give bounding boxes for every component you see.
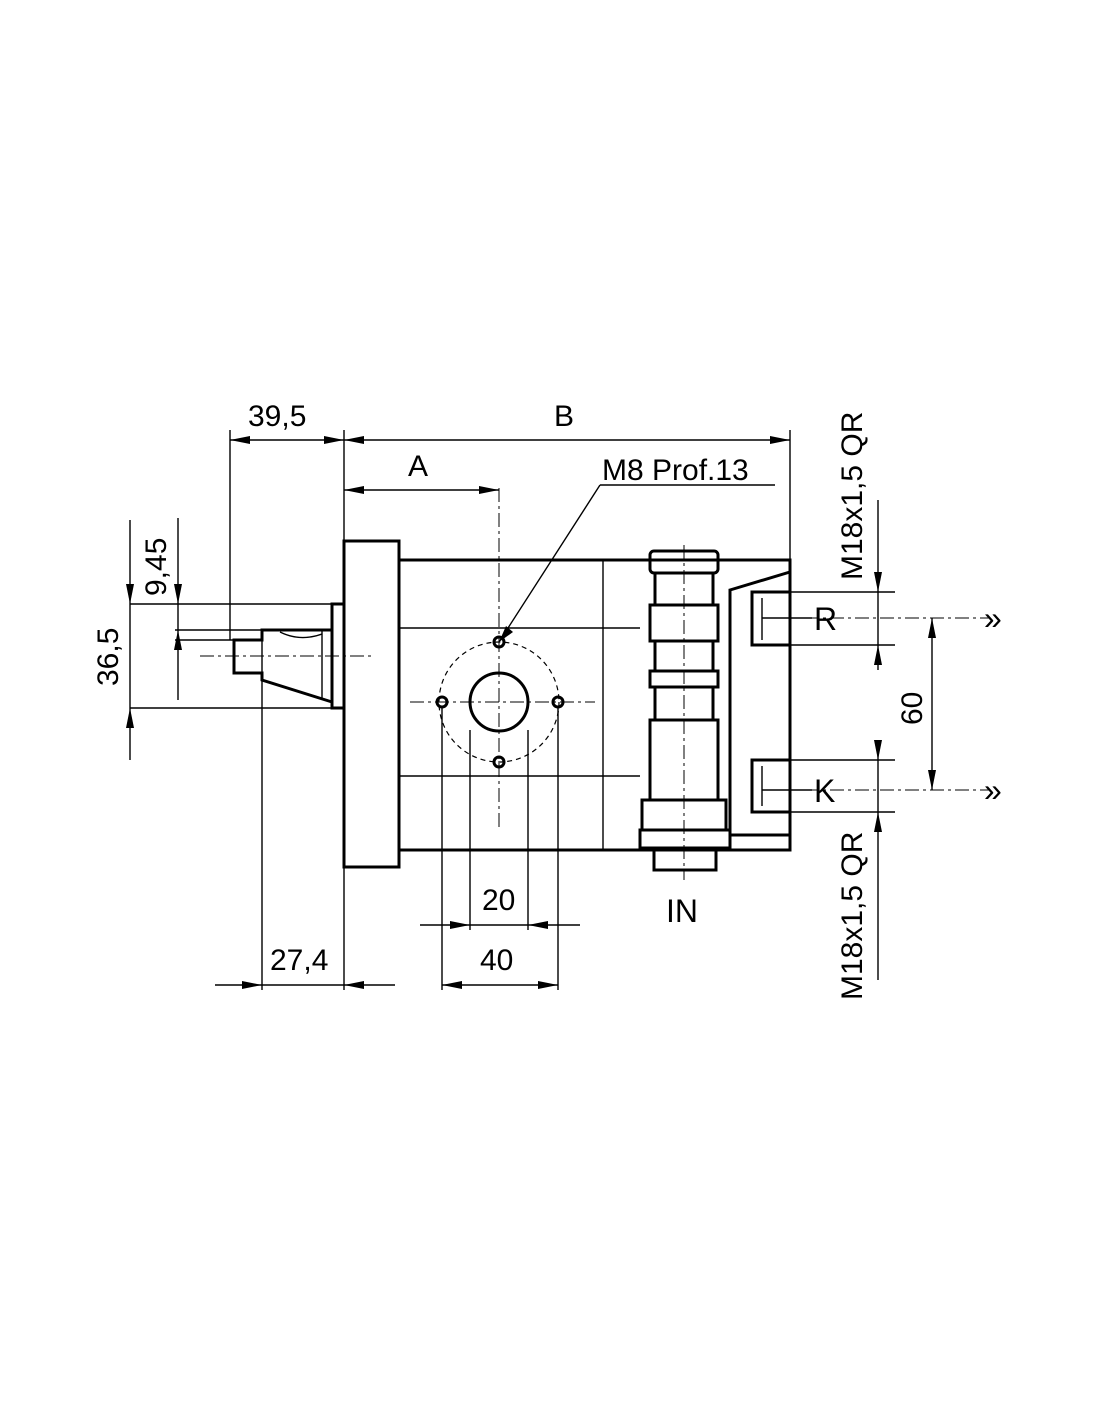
flow-marker-drain: » bbox=[984, 772, 1002, 808]
label-shaft-diameter: 36,5 bbox=[92, 628, 125, 686]
center-lines bbox=[200, 488, 990, 830]
mounting-flange bbox=[342, 539, 401, 869]
cut-section bbox=[728, 569, 792, 837]
label-hole-spacing-inner: 20 bbox=[482, 884, 515, 917]
pump-outline bbox=[232, 539, 792, 869]
port-labels: R K IN » » bbox=[666, 600, 1002, 929]
label-port-thread-bottom: M18x1,5 QR bbox=[836, 832, 869, 1000]
label-key-offset: 27,4 bbox=[270, 944, 328, 977]
flow-marker-return: » bbox=[984, 600, 1002, 636]
label-flange-to-port: A bbox=[408, 450, 428, 483]
port-drain-label: K bbox=[814, 773, 835, 809]
label-thread-depth: M8 Prof.13 bbox=[602, 454, 749, 487]
dimension-lines bbox=[126, 430, 936, 990]
label-hole-spacing-outer: 40 bbox=[480, 944, 513, 977]
label-port-thread-top: M18x1,5 QR bbox=[836, 412, 869, 580]
label-shaft-length: 39,5 bbox=[248, 400, 306, 433]
port-inlet-label: IN bbox=[666, 893, 698, 929]
label-key-width: 9,45 bbox=[140, 538, 173, 596]
label-body-length: B bbox=[554, 400, 574, 433]
port-return-label: R bbox=[814, 601, 837, 637]
label-port-spacing: 60 bbox=[896, 692, 929, 725]
drive-shaft bbox=[232, 628, 333, 704]
dimension-labels: 39,5 B A M8 Prof.13 9,45 36,5 27,4 20 40… bbox=[92, 400, 929, 1000]
valve-spool bbox=[638, 545, 732, 880]
